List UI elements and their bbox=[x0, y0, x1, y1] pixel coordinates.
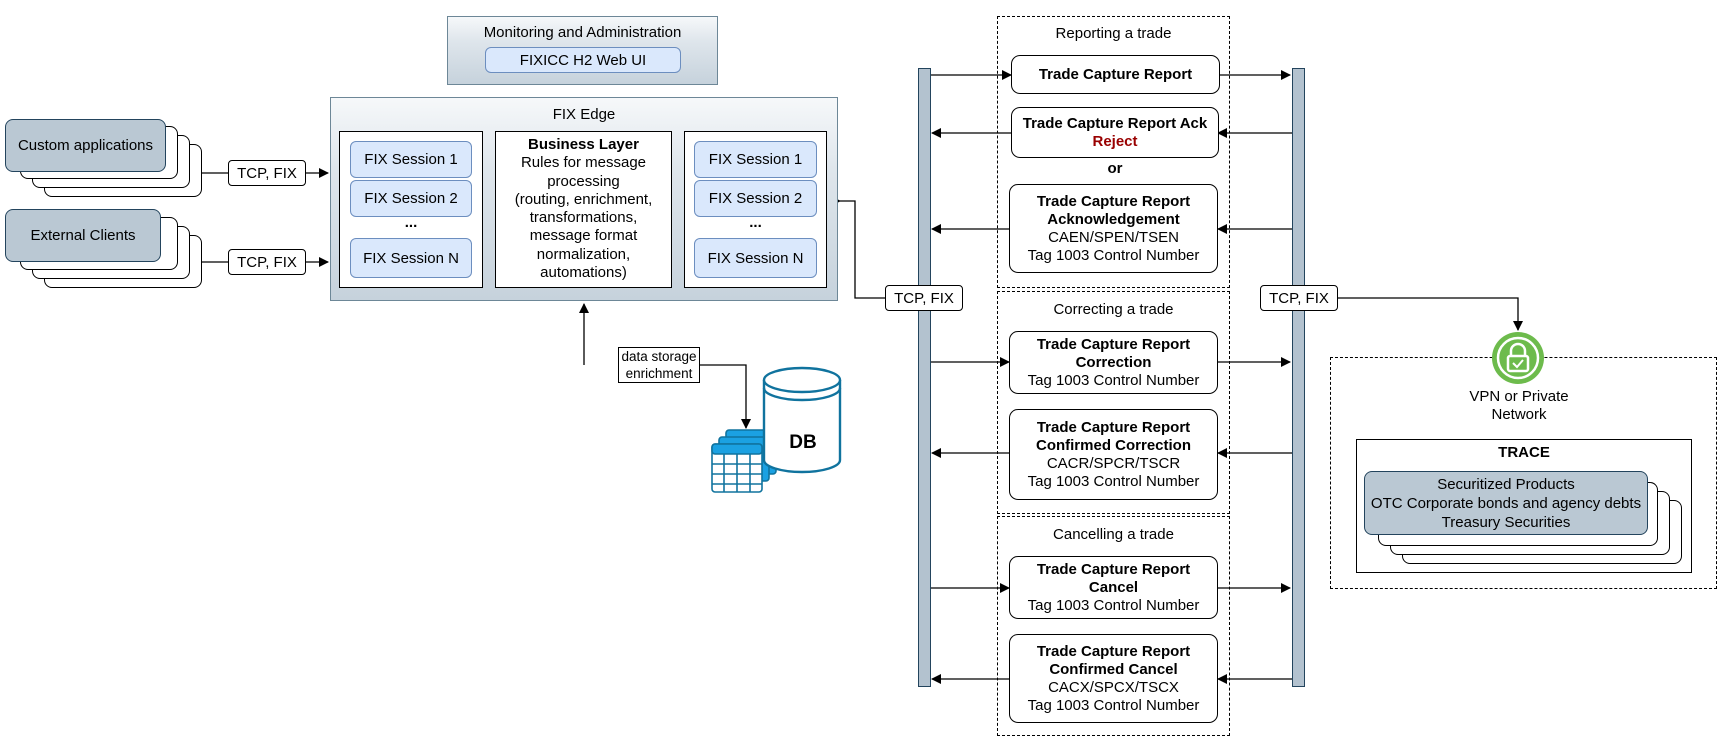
reporting-section bbox=[997, 16, 1230, 288]
fix-edge-title: FIX Edge bbox=[552, 106, 616, 123]
msg-line: Tag 1003 Control Number bbox=[1027, 371, 1200, 389]
msg-line: Tag 1003 Control Number bbox=[1027, 246, 1200, 264]
edge-to-bar-connector bbox=[831, 196, 922, 299]
cancelling-section bbox=[997, 516, 1230, 736]
external-clients-box[interactable]: External Clients bbox=[5, 209, 161, 262]
database-icon bbox=[762, 366, 842, 474]
trade-capture-report-cancel[interactable]: Trade Capture Report Cancel Tag 1003 Con… bbox=[1009, 556, 1218, 619]
trade-capture-report-correction[interactable]: Trade Capture Report Correction Tag 1003… bbox=[1009, 331, 1218, 394]
msg-line: Trade Capture Report bbox=[1036, 192, 1191, 210]
ack-title: Trade Capture Report Ack bbox=[1022, 114, 1208, 132]
msg-line: Trade Capture Report bbox=[1036, 335, 1191, 353]
trade-capture-report-label: Trade Capture Report bbox=[1038, 65, 1193, 83]
lock-icon bbox=[1492, 332, 1544, 384]
msg-line: CAEN/SPEN/TSEN bbox=[1048, 228, 1179, 246]
business-layer-panel bbox=[495, 131, 672, 288]
msg-line: Confirmed Cancel bbox=[1049, 660, 1178, 678]
trace-title: TRACE bbox=[1498, 444, 1550, 461]
left-session-1[interactable]: FIX Session 1 bbox=[350, 141, 472, 178]
business-layer-title: Business Layer bbox=[528, 136, 639, 153]
db-label: DB bbox=[789, 432, 817, 453]
correcting-title: Correcting a trade bbox=[1053, 301, 1174, 318]
msg-line: Trade Capture Report bbox=[1036, 560, 1191, 578]
vpn-line: Network bbox=[1491, 406, 1547, 423]
msg-line: Trade Capture Report bbox=[1036, 642, 1191, 660]
msg-line: Confirmed Correction bbox=[1035, 436, 1191, 454]
cancelling-title: Cancelling a trade bbox=[1053, 526, 1174, 543]
correcting-section bbox=[997, 291, 1230, 514]
trade-capture-report-confirmed-cancel[interactable]: Trade Capture Report Confirmed Cancel CA… bbox=[1009, 634, 1218, 723]
trade-capture-report-ack-reject[interactable]: Trade Capture Report Ack Reject bbox=[1011, 107, 1219, 158]
tcp-fix-label-custom: TCP, FIX bbox=[228, 160, 306, 186]
db-connector-2 bbox=[697, 364, 751, 429]
right-session-2[interactable]: FIX Session 2 bbox=[694, 180, 817, 217]
right-session-n[interactable]: FIX Session N bbox=[694, 238, 817, 278]
msg-line: CACX/SPCX/TSCX bbox=[1048, 678, 1179, 696]
tcp-fix-label-right-bar: TCP, FIX bbox=[1260, 285, 1338, 311]
vpn-line: VPN or Private bbox=[1469, 388, 1569, 405]
business-layer-line: processing bbox=[547, 172, 620, 190]
data-storage-label: data storage enrichment bbox=[618, 347, 700, 383]
data-storage-line: enrichment bbox=[625, 366, 693, 381]
business-layer-line: automations) bbox=[540, 264, 627, 282]
trace-item: OTC Corporate bonds and agency debts bbox=[1370, 494, 1642, 512]
left-session-2[interactable]: FIX Session 2 bbox=[350, 180, 472, 217]
reporting-title: Reporting a trade bbox=[1055, 25, 1172, 42]
tcp-fix-label-external: TCP, FIX bbox=[228, 249, 306, 275]
bar-to-vpn-connector bbox=[1329, 293, 1523, 331]
table-icon bbox=[711, 429, 777, 493]
business-layer-line: normalization, bbox=[536, 245, 631, 263]
business-layer: Business Layer Rules for message process… bbox=[495, 136, 672, 282]
msg-line: Tag 1003 Control Number bbox=[1027, 472, 1200, 490]
data-storage-line: data storage bbox=[621, 349, 697, 364]
msg-line: Cancel bbox=[1088, 578, 1139, 596]
msg-line: Correction bbox=[1075, 353, 1152, 371]
or-label: or bbox=[1107, 160, 1123, 177]
trade-capture-report-acknowledgement[interactable]: Trade Capture Report Acknowledgement CAE… bbox=[1009, 184, 1218, 273]
msg-line: Acknowledgement bbox=[1047, 210, 1180, 228]
custom-applications-box[interactable]: Custom applications bbox=[5, 119, 166, 172]
left-session-n[interactable]: FIX Session N bbox=[350, 238, 472, 278]
msg-line: Trade Capture Report bbox=[1036, 418, 1191, 436]
business-layer-line: Rules for message bbox=[520, 154, 647, 172]
right-transport-bar bbox=[1292, 68, 1305, 687]
trace-products[interactable]: Securitized Products OTC Corporate bonds… bbox=[1364, 471, 1648, 535]
left-transport-bar bbox=[918, 68, 931, 687]
trace-item: Securitized Products bbox=[1437, 475, 1575, 493]
trade-capture-report[interactable]: Trade Capture Report bbox=[1011, 55, 1220, 94]
business-layer-line: (routing, enrichment, bbox=[514, 190, 653, 208]
business-layer-line: transformations, bbox=[529, 209, 638, 227]
web-ui-button[interactable]: FIXICC H2 Web UI bbox=[485, 47, 681, 73]
monitoring-title: Monitoring and Administration bbox=[483, 24, 682, 41]
vpn-label: VPN or Private Network bbox=[1435, 388, 1603, 424]
left-session-ellipsis: ... bbox=[404, 214, 418, 231]
trace-item: Treasury Securities bbox=[1441, 513, 1571, 531]
reject-label: Reject bbox=[1092, 132, 1138, 150]
right-session-ellipsis: ... bbox=[749, 214, 762, 231]
business-layer-line: message format bbox=[529, 227, 638, 245]
tcp-fix-label-left-bar: TCP, FIX bbox=[885, 285, 963, 311]
right-session-1[interactable]: FIX Session 1 bbox=[694, 141, 817, 178]
msg-line: Tag 1003 Control Number bbox=[1027, 596, 1200, 614]
trade-capture-report-confirmed-correction[interactable]: Trade Capture Report Confirmed Correctio… bbox=[1009, 409, 1218, 500]
msg-line: CACR/SPCR/TSCR bbox=[1046, 454, 1181, 472]
msg-line: Tag 1003 Control Number bbox=[1027, 696, 1200, 714]
